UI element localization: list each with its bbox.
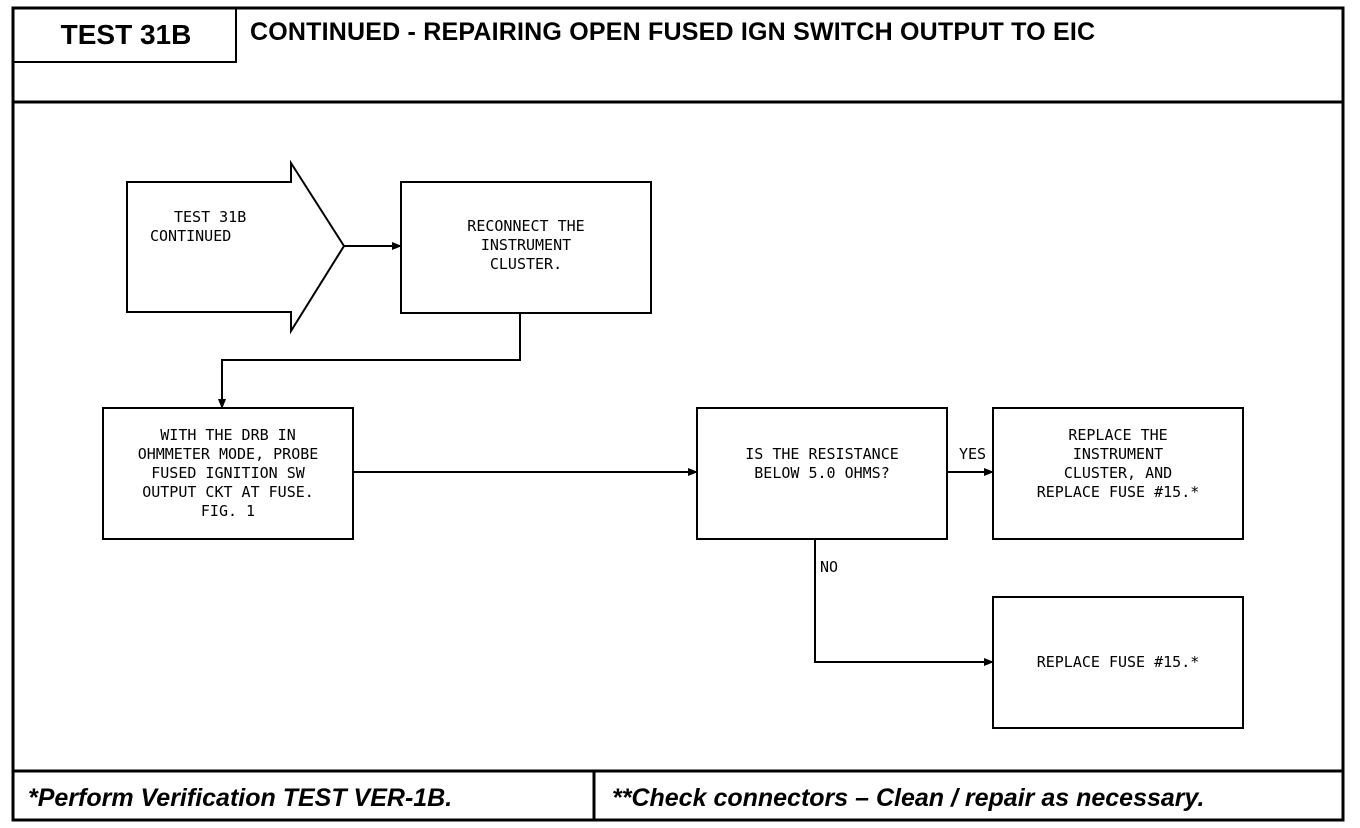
replace-cluster-line: REPLACE THE [1068,426,1168,444]
probe-line: OUTPUT CKT AT FUSE. [142,482,314,501]
connector-decision-no [814,539,994,666]
decision-line: IS THE RESISTANCE [745,445,899,463]
no-label: NO [820,558,839,576]
reconnect-line: CLUSTER. [489,254,563,273]
decision-line: BELOW 5.0 OHMS? [754,464,890,482]
replace-cluster-line: CLUSTER, AND [1063,464,1173,482]
start-line: TEST 31B [174,208,247,226]
reconnect-text: RECONNECT THE INSTRUMENT CLUSTER. [403,212,649,278]
start-text: TEST 31B CONTINUED [132,192,282,262]
start-arrow-shape [126,159,346,335]
start-line: CONTINUED [150,227,232,245]
outer-border [11,6,1345,822]
probe-line: WITH THE DRB IN [160,425,296,444]
replace-cluster-line: REPLACE FUSE #15.* [1036,483,1200,501]
reconnect-line: INSTRUMENT [480,235,572,254]
connector-reconnect-to-probe [218,313,521,409]
test-number-label: TEST 31B [60,19,192,50]
probe-line: FUSED IGNITION SW [151,463,305,482]
test-label-box [13,8,237,63]
replace-fuse-line: REPLACE FUSE #15.* [1036,652,1200,671]
decision-text: IS THE RESISTANCE BELOW 5.0 OHMS? [699,442,945,486]
probe-line: FIG. 1 [200,501,256,520]
probe-text: WITH THE DRB IN OHMMETER MODE, PROBE FUS… [105,424,351,522]
replace-fuse-text: REPLACE FUSE #15.* [995,650,1241,674]
page-title: CONTINUED - REPAIRING OPEN FUSED IGN SWI… [250,18,1096,46]
footer-verification-note: *Perform Verification TEST VER-1B. [28,783,453,812]
reconnect-line: RECONNECT THE [467,216,585,235]
replace-cluster-text: REPLACE THE INSTRUMENT CLUSTER, AND REPL… [995,424,1241,504]
footer-connector-note: **Check connectors – Clean / repair as n… [612,783,1205,812]
probe-box [102,407,354,540]
yes-label: YES [959,445,987,463]
replace-cluster-line: INSTRUMENT [1072,445,1164,463]
probe-line: OHMMETER MODE, PROBE [137,444,319,463]
